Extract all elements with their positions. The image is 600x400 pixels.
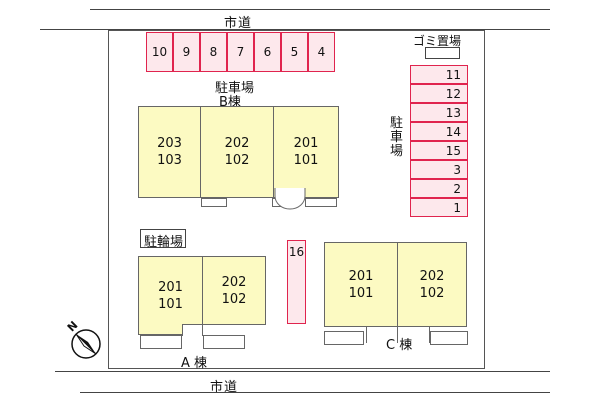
road-bottom-line-upper bbox=[55, 371, 550, 372]
building-b-step-3 bbox=[305, 198, 337, 207]
building-b-curved-entrance bbox=[274, 188, 306, 210]
parking-slot-14: 14 bbox=[410, 122, 468, 141]
unit-upper-number: 203 bbox=[157, 136, 182, 151]
building-a-step-1 bbox=[140, 335, 182, 349]
unit-lower-number: 101 bbox=[158, 296, 183, 312]
unit-upper-number: 201 bbox=[293, 136, 319, 151]
unit-lower-number: 102 bbox=[224, 153, 250, 168]
parking-slot-5: 5 bbox=[281, 32, 308, 72]
parking-slot-4: 4 bbox=[308, 32, 335, 72]
building-a-unit-202-102: 202 102 bbox=[202, 256, 266, 325]
parking-slot-13: 13 bbox=[410, 103, 468, 122]
building-a-unit-201-101: 201 101 bbox=[138, 256, 203, 335]
unit-upper-number: 201 bbox=[158, 279, 183, 295]
garbage-box bbox=[425, 47, 460, 59]
building-b-unit-202-102: 202 102 bbox=[200, 106, 274, 198]
parking-slot-2: 2 bbox=[410, 179, 468, 198]
parking-slot-8: 8 bbox=[200, 32, 227, 72]
building-c-step-1 bbox=[324, 331, 364, 345]
parking-right-title-char-2: 車 bbox=[390, 130, 404, 145]
unit-upper-number: 202 bbox=[221, 274, 247, 290]
building-a-notch bbox=[182, 324, 203, 336]
road-top-label: 市道 bbox=[224, 16, 253, 31]
building-b-unit-203-103: 203 103 bbox=[138, 106, 201, 198]
parking-slot-15: 15 bbox=[410, 141, 468, 160]
unit-lower-number: 102 bbox=[221, 291, 247, 307]
garbage-label: ゴミ置場 bbox=[413, 34, 462, 48]
unit-lower-number: 102 bbox=[419, 285, 445, 301]
building-a-step-2 bbox=[203, 335, 245, 349]
parking-slot-11: 11 bbox=[410, 65, 468, 84]
parking-slot-12: 12 bbox=[410, 84, 468, 103]
road-top-line-lower bbox=[40, 29, 550, 30]
parking-slot-9: 9 bbox=[173, 32, 200, 72]
bicycle-parking-label: 駐輪場 bbox=[144, 235, 184, 250]
building-c-step-2 bbox=[430, 331, 468, 345]
building-c-unit-201-101: 201 101 bbox=[324, 242, 398, 327]
unit-lower-number: 101 bbox=[348, 285, 374, 301]
unit-upper-number: 201 bbox=[348, 268, 374, 284]
unit-lower-number: 103 bbox=[157, 153, 182, 168]
bicycle-parking-box bbox=[140, 229, 186, 248]
building-c-unit-202-102: 202 102 bbox=[397, 242, 467, 327]
parking-right-title-char-3: 場 bbox=[390, 144, 404, 159]
parking-slot-10: 10 bbox=[146, 32, 173, 72]
road-bottom-label: 市道 bbox=[210, 380, 239, 395]
parking-slot-6: 6 bbox=[254, 32, 281, 72]
parking-slot-7: 7 bbox=[227, 32, 254, 72]
parking-slot-3: 3 bbox=[410, 160, 468, 179]
building-c-notch-2 bbox=[397, 326, 430, 343]
parking-slot-1: 1 bbox=[410, 198, 468, 217]
building-b-unit-201-101: 201 101 bbox=[273, 106, 339, 198]
parking-right-title-char-1: 駐 bbox=[390, 116, 404, 131]
north-arrow-icon bbox=[71, 329, 101, 359]
parking-slot-16: 16 bbox=[287, 240, 306, 324]
building-c-label: C 棟 bbox=[386, 338, 413, 353]
unit-lower-number: 101 bbox=[293, 153, 319, 168]
unit-upper-number: 202 bbox=[224, 136, 250, 151]
road-bottom-line-lower bbox=[80, 392, 550, 393]
road-top-line-upper bbox=[90, 9, 550, 10]
building-b-step-1 bbox=[201, 198, 227, 207]
unit-upper-number: 202 bbox=[419, 268, 445, 284]
parking-b-title: 駐車場 bbox=[215, 81, 255, 96]
building-a-label: A 棟 bbox=[181, 356, 208, 371]
